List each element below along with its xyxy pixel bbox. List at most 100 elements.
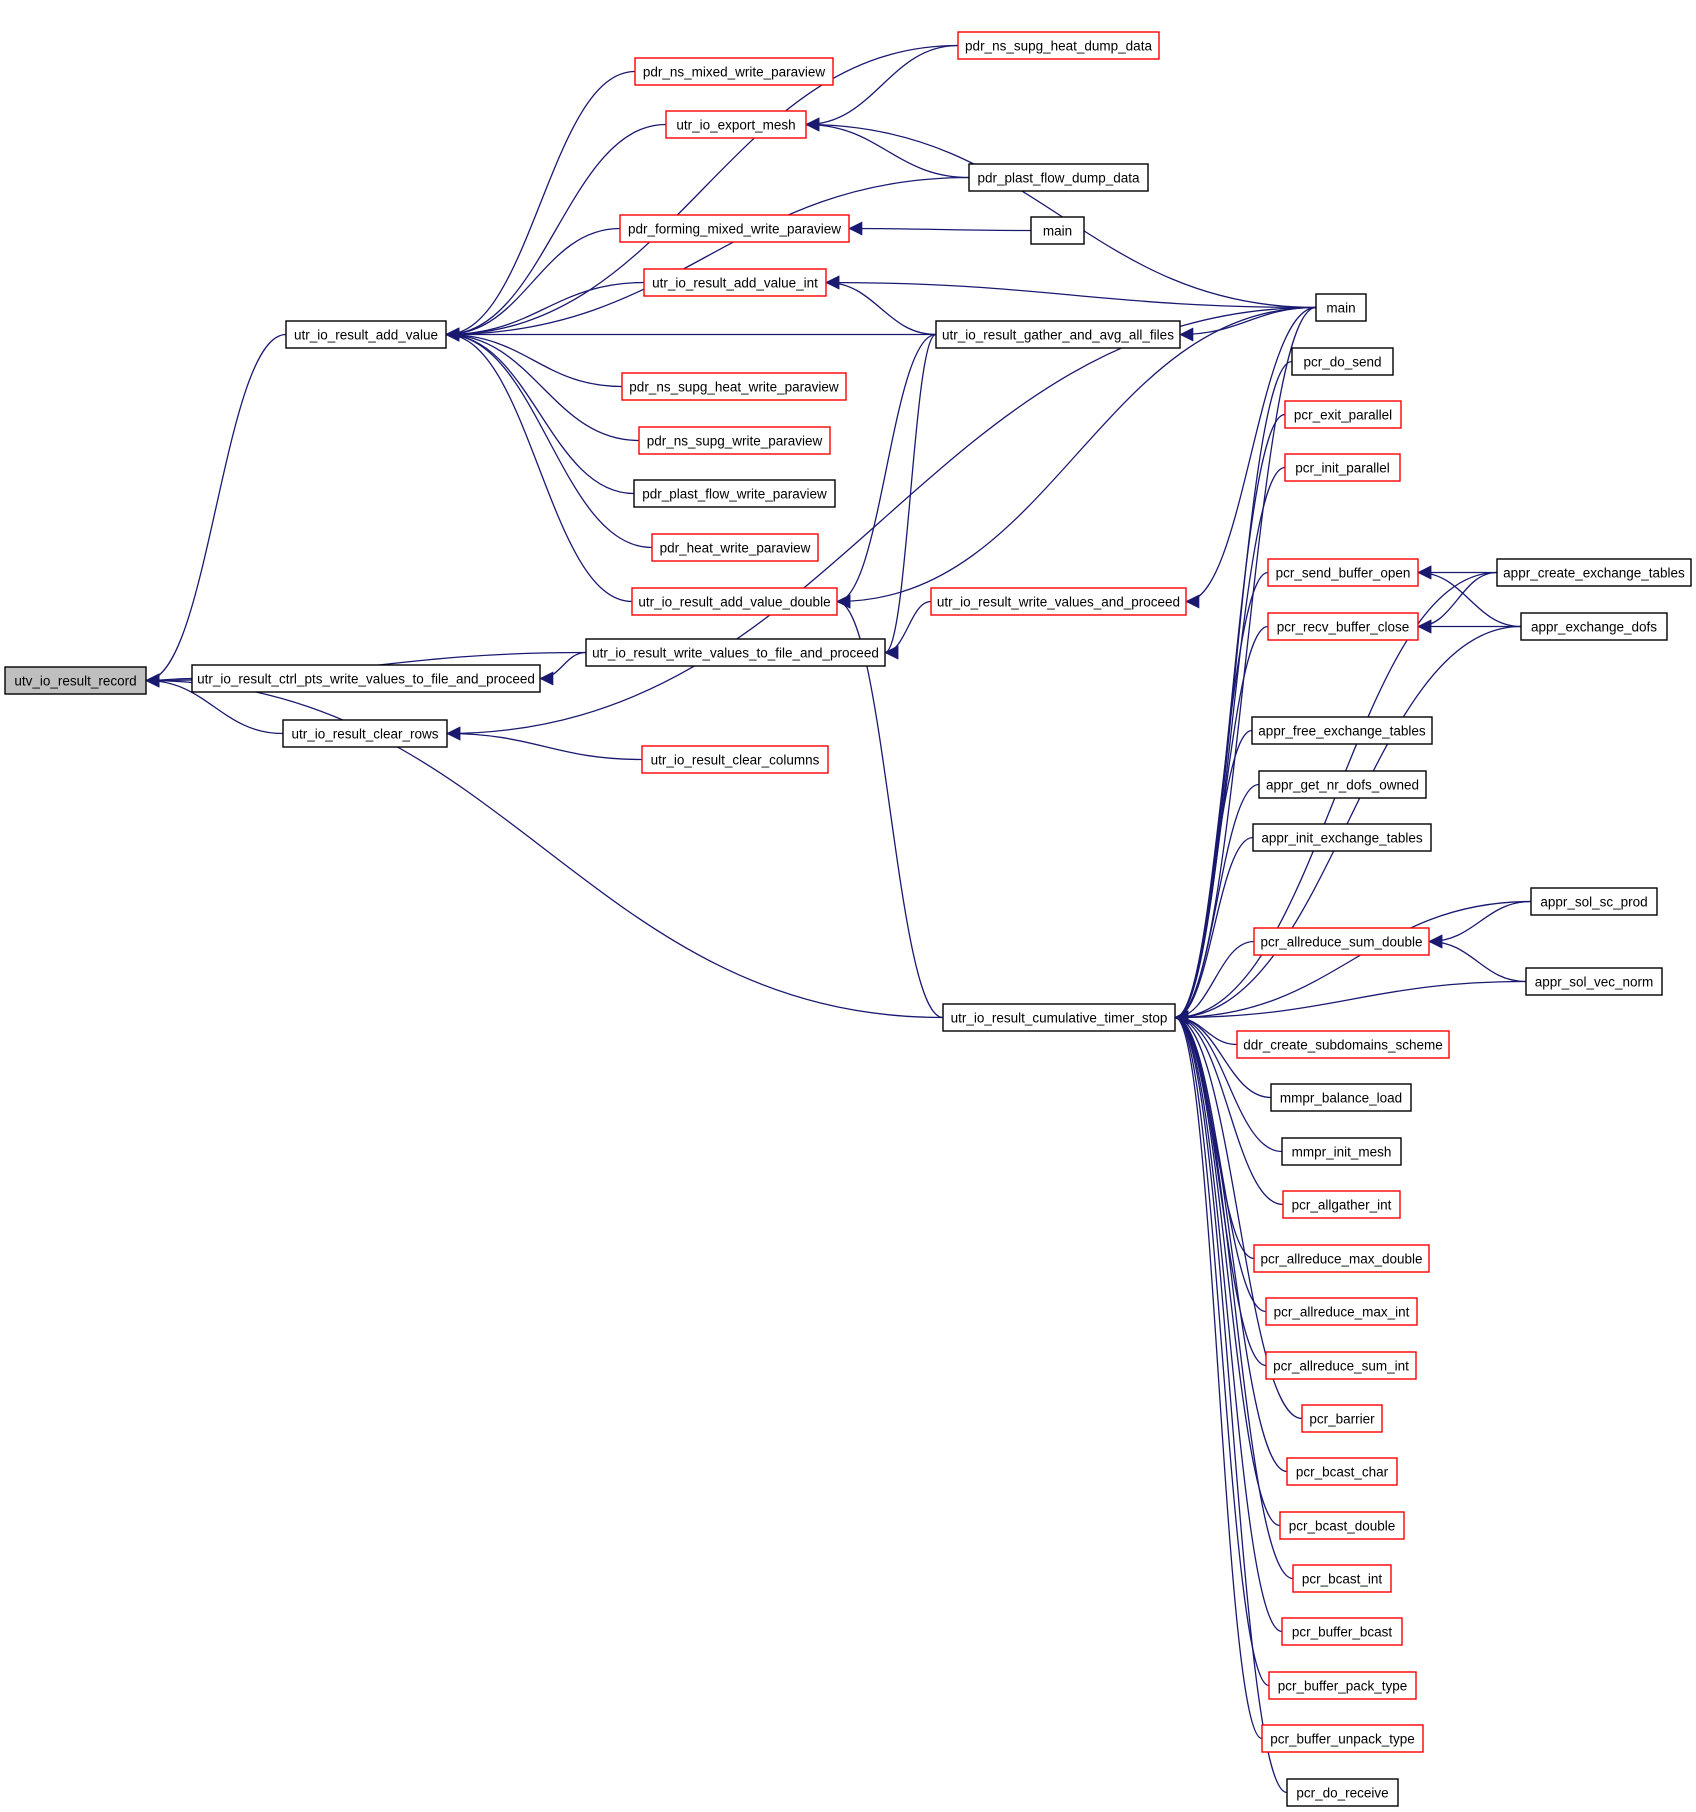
- node-box[interactable]: [1284, 400, 1402, 429]
- node-clear-columns[interactable]: utr_io_result_clear_columns: [641, 745, 829, 774]
- node-create-exch[interactable]: appr_create_exchange_tables: [1496, 558, 1692, 587]
- node-box[interactable]: [643, 268, 827, 297]
- node-write-values-proceed[interactable]: utr_io_result_write_values_and_proceed: [930, 587, 1187, 616]
- node-exchange-dofs[interactable]: appr_exchange_dofs: [1520, 612, 1668, 641]
- node-main1[interactable]: main: [1030, 216, 1085, 245]
- node-box[interactable]: [619, 214, 850, 243]
- node-get-nr-dofs[interactable]: appr_get_nr_dofs_owned: [1258, 770, 1427, 799]
- node-box[interactable]: [638, 426, 831, 455]
- node-box[interactable]: [1267, 612, 1419, 641]
- node-add-value[interactable]: utr_io_result_add_value: [285, 320, 447, 349]
- node-box[interactable]: [585, 638, 886, 667]
- node-box[interactable]: [4, 666, 147, 695]
- node-init-exch[interactable]: appr_init_exchange_tables: [1252, 823, 1432, 852]
- node-allgather-int[interactable]: pcr_allgather_int: [1282, 1190, 1401, 1219]
- node-box[interactable]: [1268, 1671, 1417, 1700]
- node-ns-supg-heat-dump[interactable]: pdr_ns_supg_heat_dump_data: [957, 31, 1160, 60]
- node-free-exch[interactable]: appr_free_exchange_tables: [1251, 716, 1433, 745]
- node-sol-vec-norm[interactable]: appr_sol_vec_norm: [1525, 967, 1663, 996]
- node-box[interactable]: [1281, 1137, 1402, 1166]
- node-box[interactable]: [1253, 927, 1430, 956]
- node-box[interactable]: [1286, 1778, 1399, 1807]
- node-box[interactable]: [633, 479, 836, 508]
- node-box[interactable]: [282, 719, 448, 748]
- node-box[interactable]: [1282, 1190, 1401, 1219]
- node-write-values-file[interactable]: utr_io_result_write_values_to_file_and_p…: [585, 638, 886, 667]
- node-buf-pack[interactable]: pcr_buffer_pack_type: [1268, 1671, 1417, 1700]
- node-cum-timer[interactable]: utr_io_result_cumulative_timer_stop: [942, 1003, 1176, 1032]
- node-sol-sc-prod[interactable]: appr_sol_sc_prod: [1530, 887, 1658, 916]
- node-box[interactable]: [1258, 770, 1427, 799]
- node-bcast-double[interactable]: pcr_bcast_double: [1279, 1511, 1405, 1540]
- node-box[interactable]: [1030, 216, 1085, 245]
- node-box[interactable]: [191, 664, 541, 693]
- node-box[interactable]: [1236, 1030, 1450, 1059]
- node-do-send[interactable]: pcr_do_send: [1291, 347, 1394, 376]
- node-box[interactable]: [1301, 1404, 1383, 1433]
- node-main2[interactable]: main: [1315, 293, 1367, 322]
- node-box[interactable]: [1315, 293, 1367, 322]
- node-bcast-char[interactable]: pcr_bcast_char: [1286, 1457, 1398, 1486]
- node-clear-rows[interactable]: utr_io_result_clear_rows: [282, 719, 448, 748]
- node-box[interactable]: [935, 320, 1181, 349]
- node-barrier[interactable]: pcr_barrier: [1301, 1404, 1383, 1433]
- node-init-mesh[interactable]: mmpr_init_mesh: [1281, 1137, 1402, 1166]
- node-box[interactable]: [1292, 1564, 1392, 1593]
- node-allred-max-dbl[interactable]: pcr_allreduce_max_double: [1253, 1244, 1430, 1273]
- node-box[interactable]: [1525, 967, 1663, 996]
- node-box[interactable]: [1251, 716, 1433, 745]
- node-init-parallel[interactable]: pcr_init_parallel: [1284, 453, 1401, 482]
- node-forming[interactable]: pdr_forming_mixed_write_paraview: [619, 214, 850, 243]
- node-box[interactable]: [1496, 558, 1692, 587]
- node-plast-flow-dump[interactable]: pdr_plast_flow_dump_data: [968, 163, 1149, 192]
- node-export-mesh[interactable]: utr_io_export_mesh: [665, 110, 807, 139]
- node-record[interactable]: utv_io_result_record: [4, 666, 147, 695]
- node-plast-flow-pv[interactable]: pdr_plast_flow_write_paraview: [633, 479, 836, 508]
- node-box[interactable]: [1265, 1297, 1418, 1326]
- node-do-receive[interactable]: pcr_do_receive: [1286, 1778, 1399, 1807]
- node-allred-max-int[interactable]: pcr_allreduce_max_int: [1265, 1297, 1418, 1326]
- node-bcast-int[interactable]: pcr_bcast_int: [1292, 1564, 1392, 1593]
- node-box[interactable]: [1261, 1724, 1424, 1753]
- node-box[interactable]: [621, 372, 847, 401]
- node-box[interactable]: [1279, 1511, 1405, 1540]
- node-box[interactable]: [634, 57, 834, 86]
- node-box[interactable]: [641, 745, 829, 774]
- node-allred-sum-dbl[interactable]: pcr_allreduce_sum_double: [1253, 927, 1430, 956]
- node-box[interactable]: [665, 110, 807, 139]
- node-buf-unpack[interactable]: pcr_buffer_unpack_type: [1261, 1724, 1424, 1753]
- node-gather-avg[interactable]: utr_io_result_gather_and_avg_all_files: [935, 320, 1181, 349]
- node-box[interactable]: [930, 587, 1187, 616]
- node-box[interactable]: [1252, 823, 1432, 852]
- node-box[interactable]: [1270, 1083, 1412, 1112]
- node-box[interactable]: [1291, 347, 1394, 376]
- node-box[interactable]: [942, 1003, 1176, 1032]
- node-heat-pv[interactable]: pdr_heat_write_paraview: [651, 533, 819, 562]
- node-box[interactable]: [957, 31, 1160, 60]
- node-box[interactable]: [1253, 1244, 1430, 1273]
- node-box[interactable]: [1530, 887, 1658, 916]
- node-exit-parallel[interactable]: pcr_exit_parallel: [1284, 400, 1402, 429]
- node-ctrl-pts[interactable]: utr_io_result_ctrl_pts_write_values_to_f…: [191, 664, 541, 693]
- node-box[interactable]: [1267, 558, 1419, 587]
- node-allred-sum-int[interactable]: pcr_allreduce_sum_int: [1265, 1351, 1417, 1380]
- node-balance-load[interactable]: mmpr_balance_load: [1270, 1083, 1412, 1112]
- node-box[interactable]: [1281, 1617, 1403, 1646]
- node-box[interactable]: [285, 320, 447, 349]
- node-ns-supg-heat-pv[interactable]: pdr_ns_supg_heat_write_paraview: [621, 372, 847, 401]
- node-buffer-bcast[interactable]: pcr_buffer_bcast: [1281, 1617, 1403, 1646]
- node-add-value-double[interactable]: utr_io_result_add_value_double: [631, 587, 838, 616]
- node-box[interactable]: [651, 533, 819, 562]
- node-recv-buf-close[interactable]: pcr_recv_buffer_close: [1267, 612, 1419, 641]
- node-box[interactable]: [968, 163, 1149, 192]
- node-box[interactable]: [631, 587, 838, 616]
- node-box[interactable]: [1286, 1457, 1398, 1486]
- node-box[interactable]: [1265, 1351, 1417, 1380]
- node-add-value-int[interactable]: utr_io_result_add_value_int: [643, 268, 827, 297]
- node-ns-supg-pv[interactable]: pdr_ns_supg_write_paraview: [638, 426, 831, 455]
- node-ddr-create[interactable]: ddr_create_subdomains_scheme: [1236, 1030, 1450, 1059]
- node-box[interactable]: [1284, 453, 1401, 482]
- node-send-buf-open[interactable]: pcr_send_buffer_open: [1267, 558, 1419, 587]
- node-box[interactable]: [1520, 612, 1668, 641]
- node-ns-mixed[interactable]: pdr_ns_mixed_write_paraview: [634, 57, 834, 86]
